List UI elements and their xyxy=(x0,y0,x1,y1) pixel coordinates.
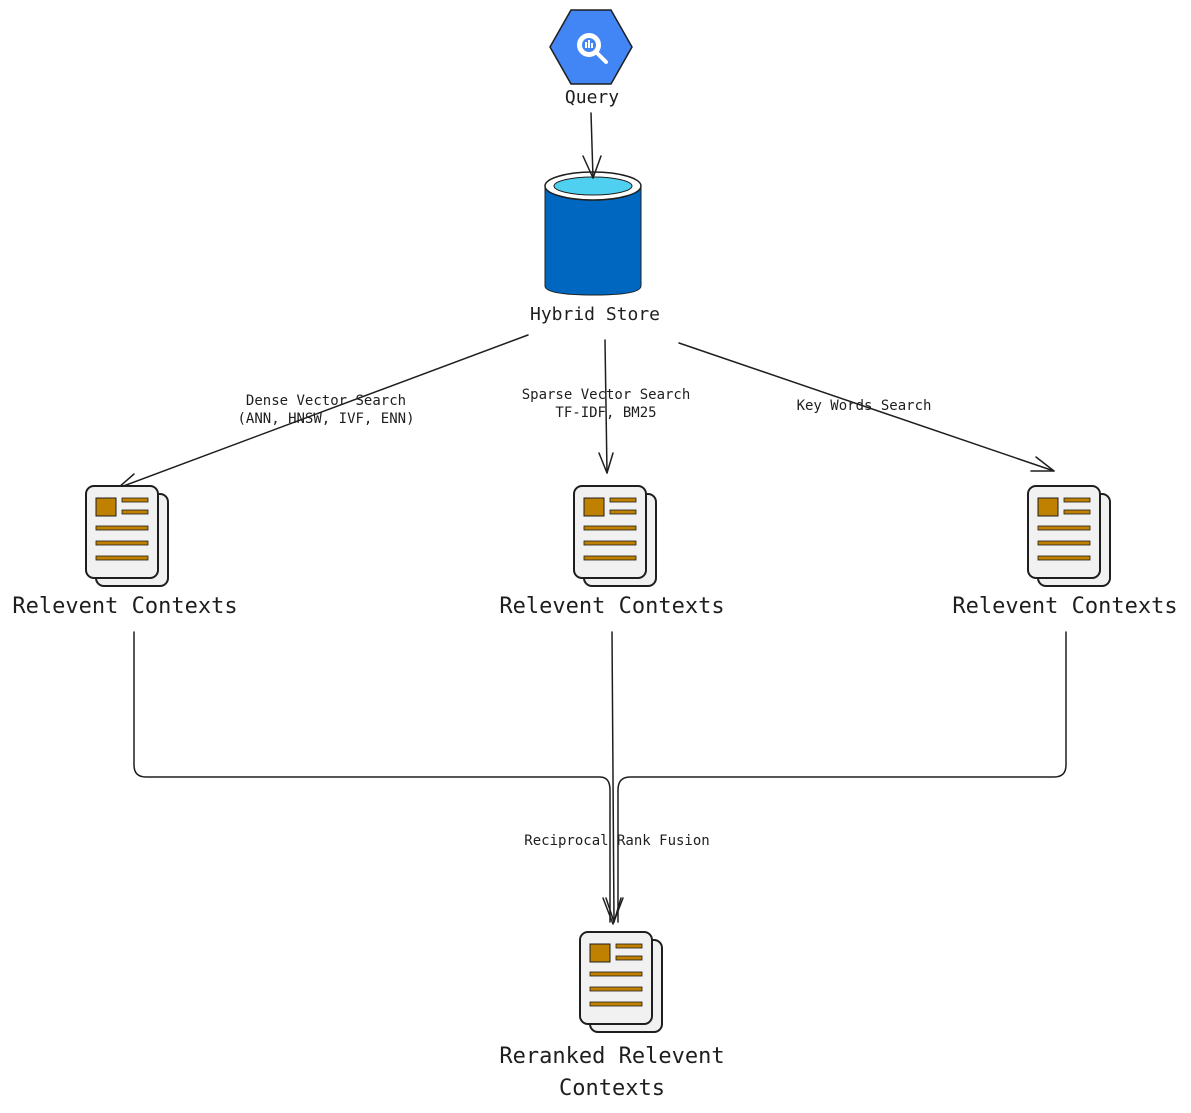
keyword-contexts-label: Relevent Contexts xyxy=(952,594,1178,619)
dense-search-label-line1: Dense Vector Search xyxy=(245,393,407,409)
keyword-search-arrow xyxy=(678,342,1055,472)
reranked-contexts-label: Reranked Relevent Contexts xyxy=(499,1041,724,1105)
document-stack-icon xyxy=(579,931,663,1033)
dense-search-label: Dense Vector Search (ANN, HNSW, IVF, ENN… xyxy=(237,392,414,428)
dense-search-label-line2: (ANN, HNSW, IVF, ENN) xyxy=(237,411,415,427)
database-icon xyxy=(544,171,642,296)
bigquery-icon xyxy=(549,9,633,85)
document-stack-icon xyxy=(85,485,169,587)
document-stack-icon xyxy=(573,485,657,587)
reranked-label-line2: Contexts xyxy=(559,1076,665,1101)
document-stack-icon xyxy=(1027,485,1111,587)
reranked-label-line1: Reranked Relevent xyxy=(499,1044,725,1069)
sparse-search-label-line1: Sparse Vector Search xyxy=(521,387,691,403)
sparse-contexts-label: Relevent Contexts xyxy=(499,594,725,619)
sparse-search-label-line2: TF-IDF, BM25 xyxy=(555,405,657,421)
query-label: Query xyxy=(564,87,620,108)
fusion-connector-left xyxy=(133,631,611,923)
fusion-connector-center xyxy=(611,631,615,923)
keyword-search-label: Key Words Search xyxy=(796,398,932,414)
sparse-search-arrow xyxy=(598,339,614,474)
fusion-label: Reciprocal Rank Fusion xyxy=(524,833,710,849)
fusion-connector-right xyxy=(617,631,1067,923)
sparse-search-label: Sparse Vector Search TF-IDF, BM25 xyxy=(522,386,691,422)
query-to-store-arrow xyxy=(582,112,602,179)
fusion-arrowhead xyxy=(602,897,624,925)
dense-contexts-label: Relevent Contexts xyxy=(12,594,238,619)
store-label: Hybrid Store xyxy=(529,304,661,325)
